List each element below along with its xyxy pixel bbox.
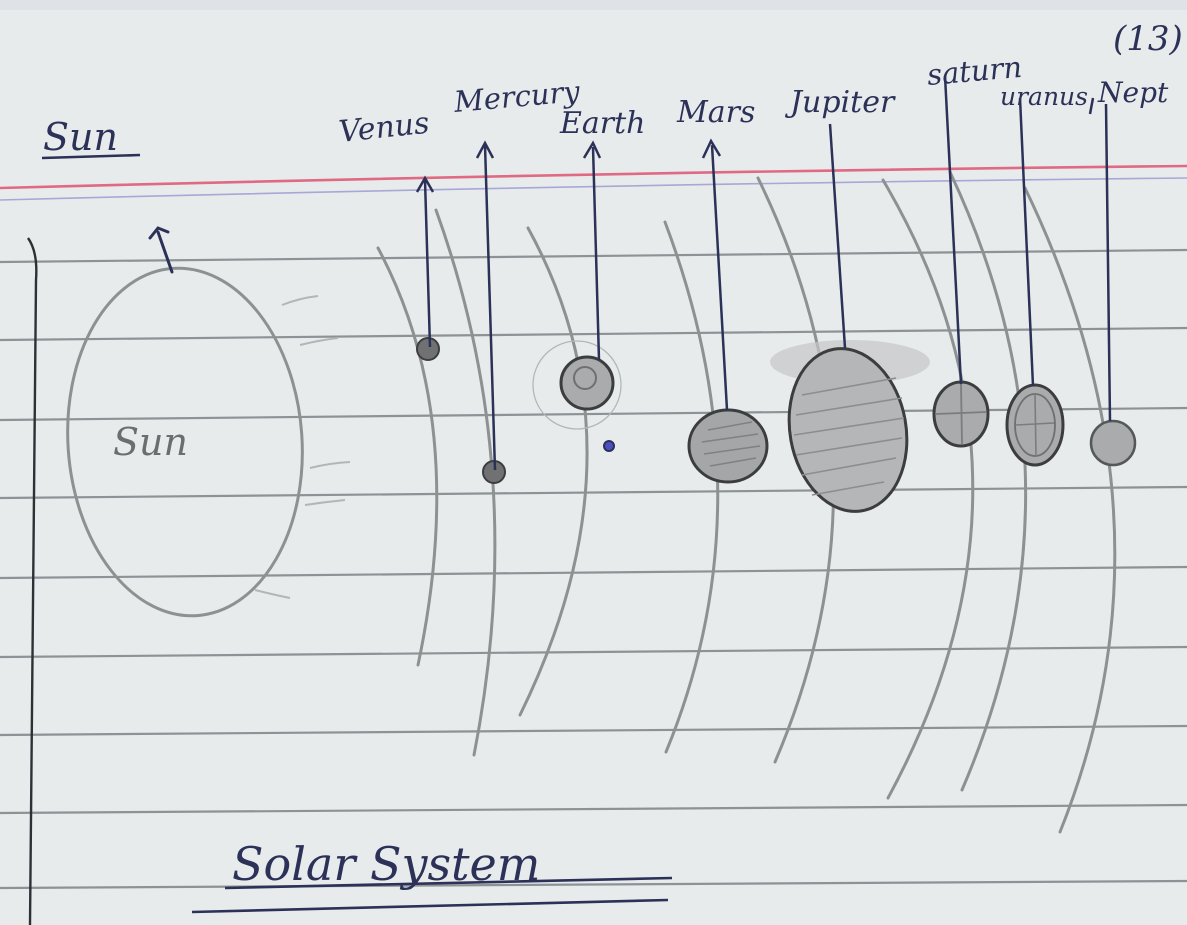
earth-label: Earth bbox=[559, 106, 646, 141]
jupiter-label: Jupiter bbox=[784, 85, 896, 120]
orbit-neptune bbox=[1023, 186, 1117, 834]
ruled-line bbox=[0, 645, 1187, 659]
saturn-label: saturn bbox=[926, 50, 1024, 92]
uranus-pointer-line bbox=[1018, 97, 1035, 387]
earth-body bbox=[559, 355, 615, 411]
page-number: (13) bbox=[1113, 19, 1183, 59]
planet-uranus: uranus bbox=[1000, 82, 1088, 467]
saturn-marks bbox=[935, 383, 987, 445]
margin-line-red bbox=[0, 164, 1187, 190]
ruled-line bbox=[0, 565, 1187, 580]
left-margin-line bbox=[27, 237, 38, 925]
neptune-pointer-line bbox=[1104, 103, 1112, 422]
uranus-marks bbox=[1015, 393, 1055, 457]
orbit-mars bbox=[663, 220, 720, 754]
ruled-lines bbox=[0, 248, 1187, 890]
mars-body bbox=[687, 408, 769, 484]
planet-jupiter: Jupiter bbox=[770, 85, 930, 513]
planet-earth: Earth bbox=[532, 106, 646, 452]
orbit-earth bbox=[518, 226, 589, 717]
label-separator-comma bbox=[1088, 97, 1095, 115]
header-label: Sun bbox=[43, 115, 118, 159]
ruled-line bbox=[0, 803, 1187, 815]
venus-body bbox=[416, 337, 440, 361]
mars-label: Mars bbox=[676, 95, 755, 130]
title-underline-double bbox=[191, 898, 669, 914]
sun-label: Sun bbox=[113, 420, 188, 464]
jupiter-bands bbox=[793, 377, 905, 496]
margin-line-blue bbox=[0, 177, 1187, 201]
uranus-label: uranus bbox=[1000, 82, 1088, 111]
earth-pointer-arrow bbox=[582, 140, 602, 361]
title-underline bbox=[224, 876, 673, 890]
saturn-pointer-line bbox=[943, 75, 963, 385]
mars-pointer-arrow bbox=[701, 138, 729, 411]
sun-rays bbox=[254, 295, 351, 599]
planet-saturn: saturn bbox=[926, 50, 1024, 448]
jupiter-body bbox=[787, 347, 909, 513]
jupiter-pointer-line bbox=[828, 123, 847, 349]
ruled-line bbox=[0, 485, 1187, 500]
earth-moon-orbit bbox=[532, 340, 622, 430]
earth-shading bbox=[573, 366, 597, 390]
sun-circle bbox=[66, 266, 304, 618]
ruled-line bbox=[0, 326, 1187, 342]
header-underline bbox=[41, 153, 141, 160]
paper-top-edge bbox=[0, 0, 1187, 10]
orbit-venus bbox=[376, 246, 439, 667]
venus-pointer-arrow bbox=[415, 175, 435, 348]
orbit-saturn bbox=[881, 178, 975, 800]
neptune-body bbox=[1089, 419, 1137, 467]
neptune-label: Nept bbox=[1097, 76, 1169, 109]
sun: Sun bbox=[66, 226, 351, 618]
orbit-uranus bbox=[948, 170, 1028, 792]
ruled-line bbox=[0, 724, 1187, 737]
moon-dot bbox=[603, 440, 615, 452]
page-title: Solar System bbox=[191, 837, 673, 914]
sun-pointer-arrow bbox=[148, 226, 174, 274]
mercury-pointer-arrow bbox=[475, 140, 497, 471]
planet-mars: Mars bbox=[676, 95, 769, 484]
ruled-line bbox=[0, 879, 1187, 890]
mars-hatching bbox=[701, 421, 761, 467]
planet-neptune: Nept bbox=[1088, 76, 1169, 467]
